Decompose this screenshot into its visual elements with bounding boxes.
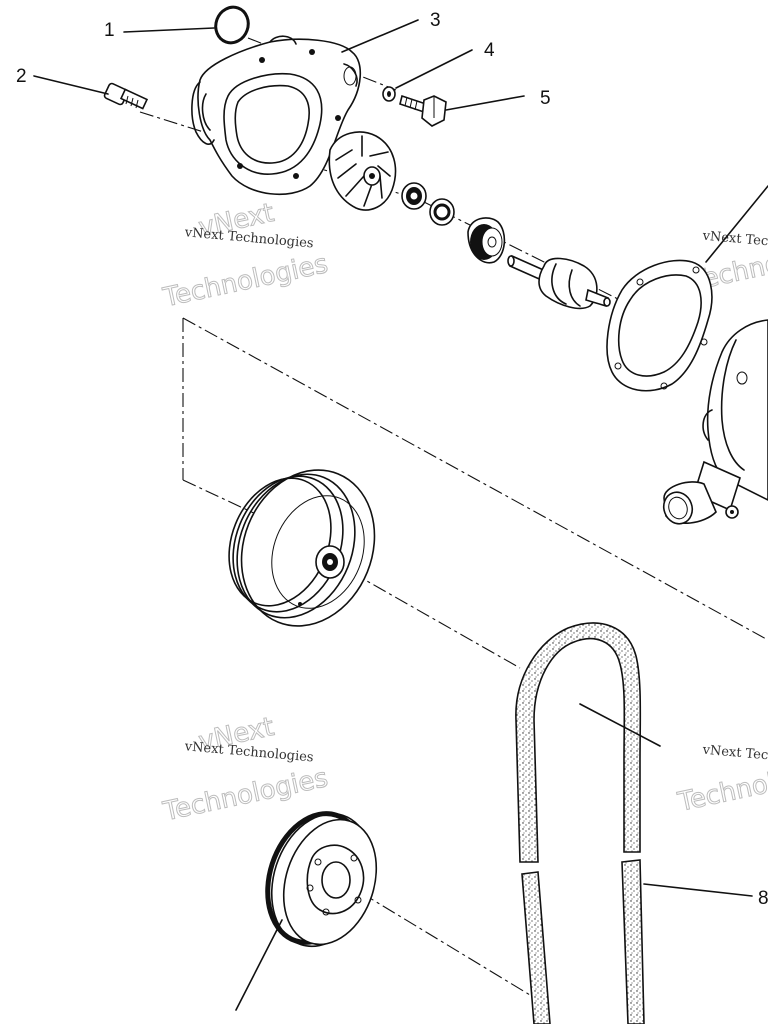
watermark-technologies: Technologies (675, 754, 768, 818)
callout-2: 2 (16, 66, 27, 87)
impeller (328, 131, 397, 211)
watermark-group-top: vNext Technologies vNext Technologies (159, 198, 331, 314)
callout-8: 8 (758, 888, 768, 909)
drain-bolt (103, 82, 149, 110)
pump-shaft (507, 254, 611, 310)
pump-body (662, 319, 768, 525)
watermark-technologies: Technologies (160, 249, 331, 313)
drive-belt (515, 622, 645, 1024)
watermark-group-right-middle: vNext Technologies Technologies (674, 743, 768, 819)
watermark-group-middle: vNext Technologies vNext Technologies (159, 712, 331, 828)
o-ring (214, 5, 250, 45)
washer (382, 86, 396, 102)
leader-lines (33, 19, 768, 1011)
housing-bolt (399, 94, 447, 127)
mechanical-seal (401, 182, 427, 210)
watermark-text: vNext Technologies (701, 229, 768, 255)
bearing (467, 217, 506, 264)
pump-gasket (606, 259, 713, 392)
callout-1: 1 (104, 20, 115, 41)
watermark-text: vNext Technologies (701, 743, 768, 769)
callout-4: 4 (484, 40, 495, 61)
pump-cover (191, 35, 362, 196)
pump-pulley (228, 469, 376, 627)
seal-ring (429, 198, 455, 226)
callout-5: 5 (540, 88, 551, 109)
crank-pulley (265, 811, 378, 948)
callout-3: 3 (430, 10, 441, 31)
